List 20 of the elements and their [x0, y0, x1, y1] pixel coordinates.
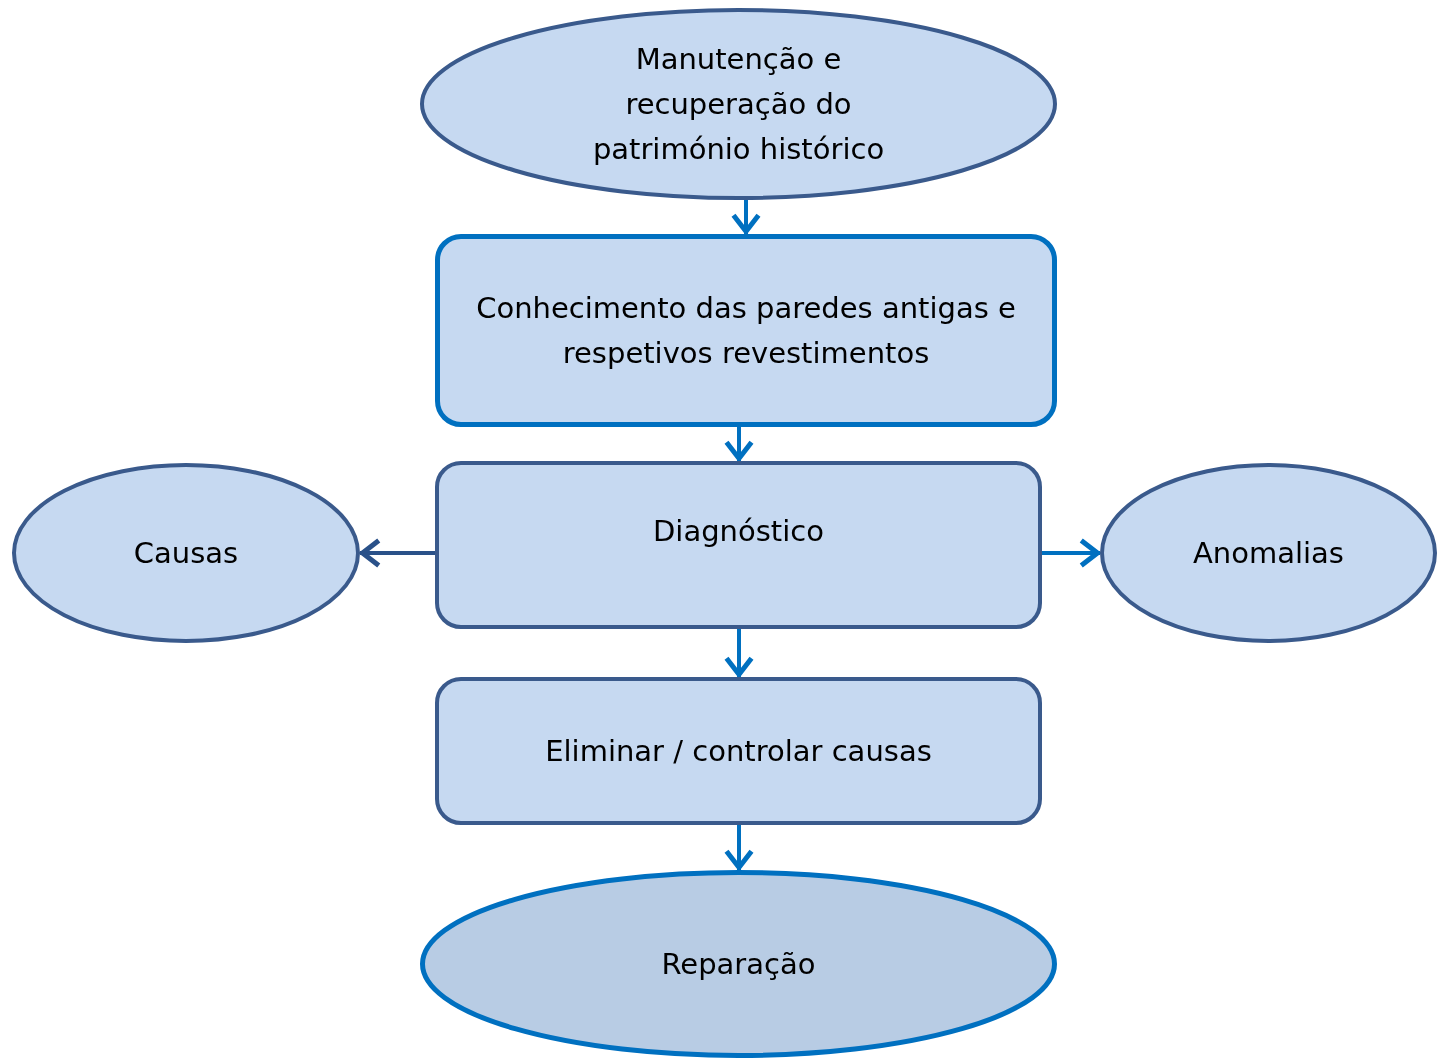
process-box	[435, 677, 1042, 825]
node-label: Conhecimento das paredes antigas e respetivos revestimentos	[475, 289, 1017, 372]
ellipse-node	[12, 463, 360, 643]
process-box	[435, 461, 1042, 629]
arrow	[360, 538, 435, 568]
arrow	[724, 629, 754, 677]
node-label: Causas	[132, 534, 240, 572]
arrow	[724, 825, 754, 870]
ellipse-node	[420, 8, 1057, 200]
arrow	[724, 427, 754, 461]
node-label: Manutenção e recuperação do património histórico	[591, 40, 886, 168]
node-label: Eliminar / controlar causas	[544, 732, 933, 770]
ellipse-node	[1100, 463, 1437, 643]
node-label: Anomalias	[1192, 534, 1345, 572]
node-label: Reparação	[660, 945, 817, 983]
process-box	[435, 234, 1057, 427]
ellipse-node	[420, 870, 1057, 1058]
arrow	[1042, 538, 1100, 568]
node-label: Diagnóstico	[652, 512, 825, 550]
arrow	[731, 200, 761, 234]
